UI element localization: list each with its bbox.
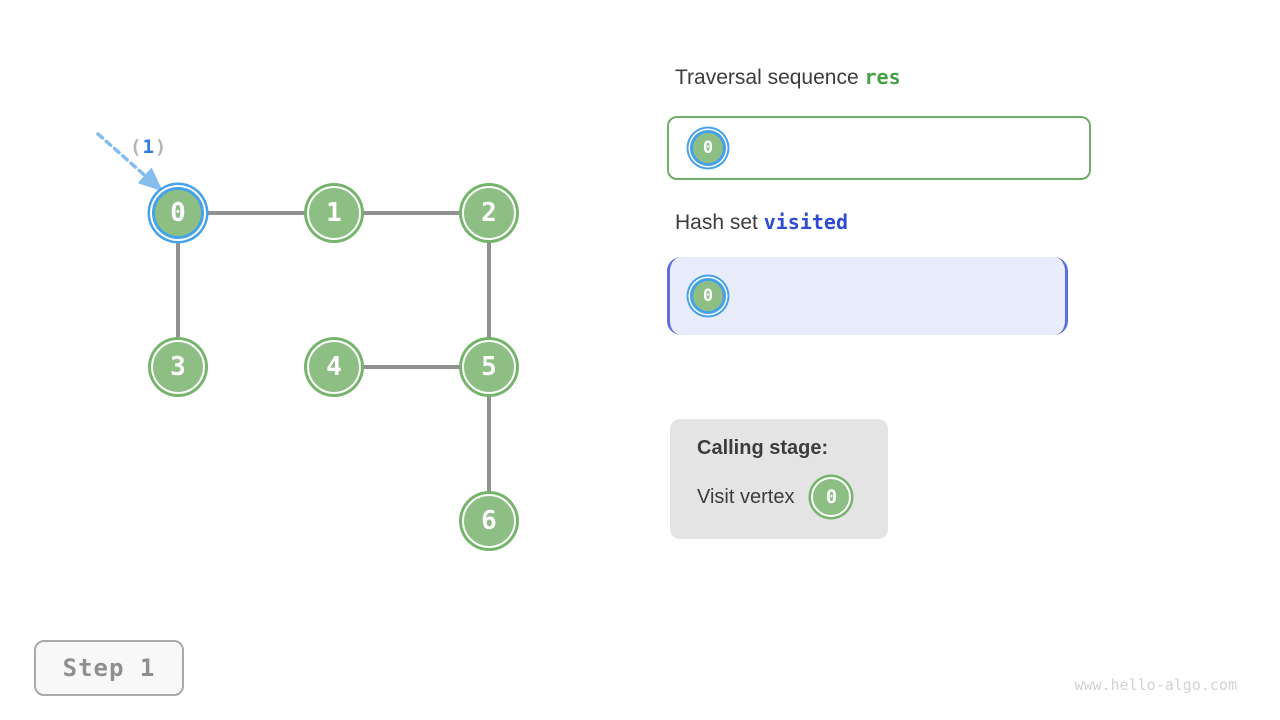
hash-set-box: 0: [667, 257, 1068, 335]
watermark-text: www.hello-algo.com: [1074, 676, 1237, 694]
res-code-label: res: [864, 65, 901, 89]
list-node-0: 0: [690, 130, 726, 166]
hash-set-label: Hash set: [675, 211, 758, 234]
paren-open: (: [130, 136, 143, 158]
calling-stage-line: Visit vertex 0: [697, 477, 861, 517]
step-badge: Step 1: [34, 640, 184, 696]
traversal-sequence-box: 0: [667, 116, 1091, 180]
traversal-sequence-title: Traversal sequence res: [675, 65, 901, 90]
hash-set-title: Hash set visited: [675, 210, 848, 235]
arrow-step-number: 1: [142, 136, 155, 158]
graph-node-4: 4: [307, 340, 361, 394]
calling-vertex-node: 0: [811, 477, 852, 517]
graph-node-6: 6: [462, 494, 516, 548]
visited-code-label: visited: [763, 210, 849, 234]
visit-vertex-label: Visit vertex: [697, 485, 795, 508]
graph-node-3: 3: [151, 340, 205, 394]
calling-stage-box: Calling stage: Visit vertex 0: [670, 419, 888, 539]
graph-node-5: 5: [462, 340, 516, 394]
paren-close: ): [154, 136, 168, 158]
calling-stage-title: Calling stage:: [697, 437, 829, 459]
graph-node-2: 2: [462, 186, 516, 240]
graph-node-0: 0: [152, 187, 204, 239]
graph-node-1: 1: [307, 186, 361, 240]
list-node-0: 0: [690, 278, 726, 314]
graph-node-layer: 0 1 2 3 4 5 6: [151, 186, 516, 548]
arrow-step-label: (1): [130, 136, 167, 158]
traversal-sequence-label: Traversal sequence: [675, 66, 859, 89]
